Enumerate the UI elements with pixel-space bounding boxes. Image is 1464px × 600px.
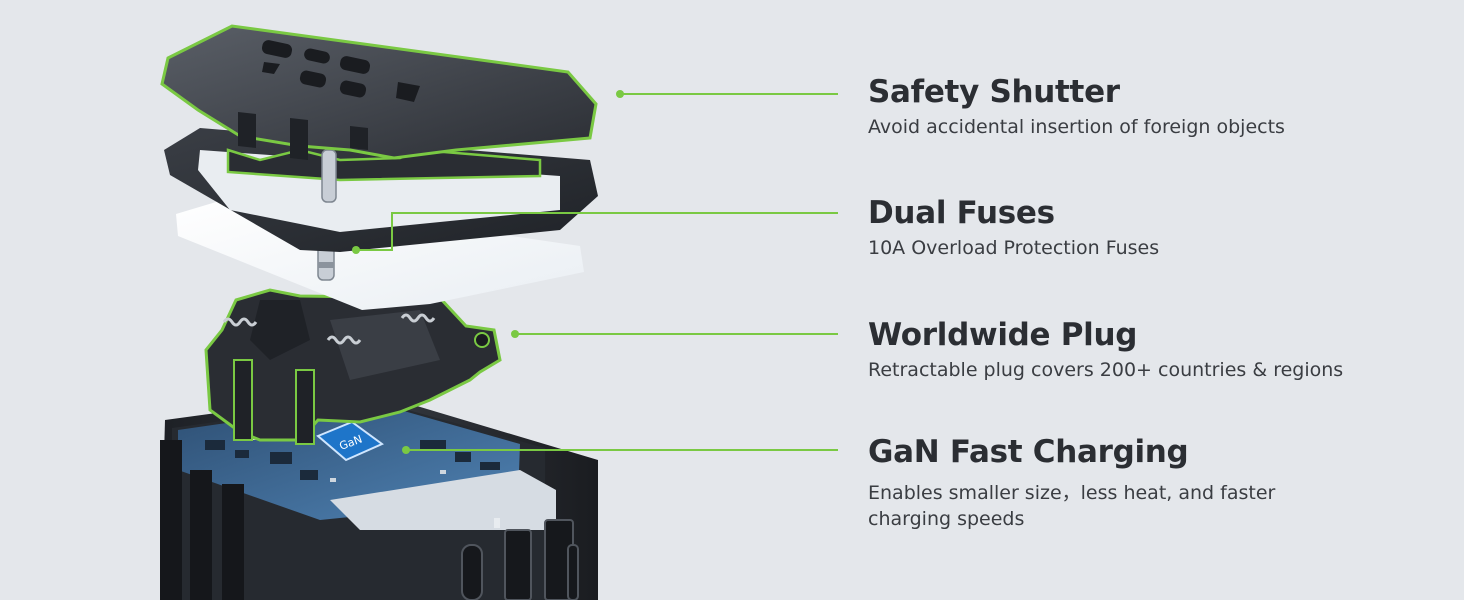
plug-mechanism-layer xyxy=(204,288,502,445)
feature-title: Worldwide Plug xyxy=(868,317,1138,353)
feature-description: Retractable plug covers 200+ countries &… xyxy=(868,359,1344,381)
feature-description: 10A Overload Protection Fuses xyxy=(868,237,1160,259)
shutter-layer xyxy=(160,24,598,160)
feature-title: Safety Shutter xyxy=(868,74,1120,110)
feature-gan-fast-charging: GaN Fast Charging Enables smaller size，l… xyxy=(868,434,1428,532)
frame-layer xyxy=(164,128,598,252)
feature-description: Enables smaller size，less heat, and fast… xyxy=(868,482,1276,530)
feature-description: Avoid accidental insertion of foreign ob… xyxy=(868,116,1285,138)
feature-title: GaN Fast Charging xyxy=(868,434,1189,470)
gan-chip: GaN xyxy=(316,420,384,462)
callout-lines xyxy=(352,90,838,454)
feature-worldwide-plug: Worldwide Plug Retractable plug covers 2… xyxy=(868,317,1428,383)
feature-safety-shutter: Safety Shutter Avoid accidental insertio… xyxy=(868,74,1428,140)
feature-title: Dual Fuses xyxy=(868,195,1055,231)
feature-dual-fuses: Dual Fuses 10A Overload Protection Fuses xyxy=(868,195,1428,261)
